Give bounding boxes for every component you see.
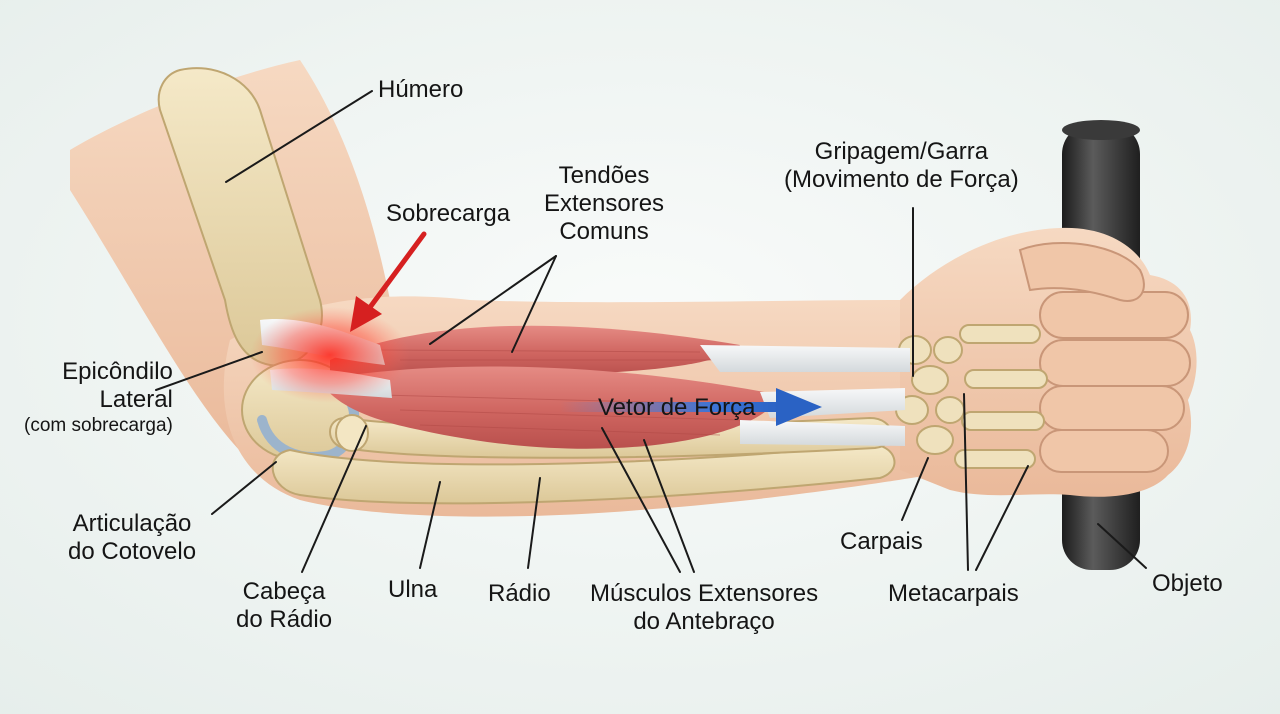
label-epicondilo: Epicôndilo Lateral (com sobrecarga): [24, 358, 173, 438]
label-radio: Rádio: [488, 580, 551, 607]
label-musculos-line2: do Antebraço: [633, 608, 775, 635]
label-vetor: Vetor de Força: [598, 394, 756, 421]
label-tendoes-line3: Comuns: [559, 218, 649, 245]
label-articulacao-line1: Articulação: [72, 510, 192, 537]
label-gripagem: Gripagem/Garra (Movimento de Força): [784, 138, 1019, 194]
label-cabeca-line2: do Rádio: [236, 606, 333, 633]
label-musculos: Músculos Extensores do Antebraço: [590, 580, 818, 636]
label-ulna: Ulna: [388, 576, 438, 603]
label-tendoes-line1: Tendões: [558, 162, 650, 189]
red-arrow-icon: [350, 231, 427, 332]
overload-glow: [250, 307, 410, 403]
label-gripagem-line2: (Movimento de Força): [784, 166, 1019, 193]
label-articulacao-line2: do Cotovelo: [68, 538, 197, 565]
label-humero: Húmero: [378, 76, 464, 103]
hand: [900, 227, 1197, 497]
label-epicondilo-line3: (com sobrecarga): [24, 415, 173, 436]
label-carpais: Carpais: [840, 528, 923, 555]
label-metacarpais: Metacarpais: [888, 580, 1019, 607]
leader-lines: [155, 90, 1147, 573]
label-musculos-line1: Músculos Extensores: [590, 580, 819, 607]
label-sobrecarga: Sobrecarga: [386, 200, 511, 227]
label-epicondilo-line2: Lateral: [99, 386, 173, 413]
label-tendoes: Tendões Extensores Comuns: [544, 162, 664, 246]
label-cabeca-line1: Cabeça: [242, 578, 326, 605]
label-articulacao: Articulação do Cotovelo: [68, 510, 196, 566]
label-tendoes-line2: Extensores: [544, 190, 665, 217]
label-epicondilo-line1: Epicôndilo: [62, 358, 173, 385]
label-objeto: Objeto: [1152, 570, 1223, 597]
blue-arrow-icon: [560, 388, 822, 426]
label-cabeca: Cabeça do Rádio: [236, 578, 332, 634]
label-gripagem-line1: Gripagem/Garra: [814, 138, 989, 165]
extensor-muscles: [320, 325, 780, 449]
